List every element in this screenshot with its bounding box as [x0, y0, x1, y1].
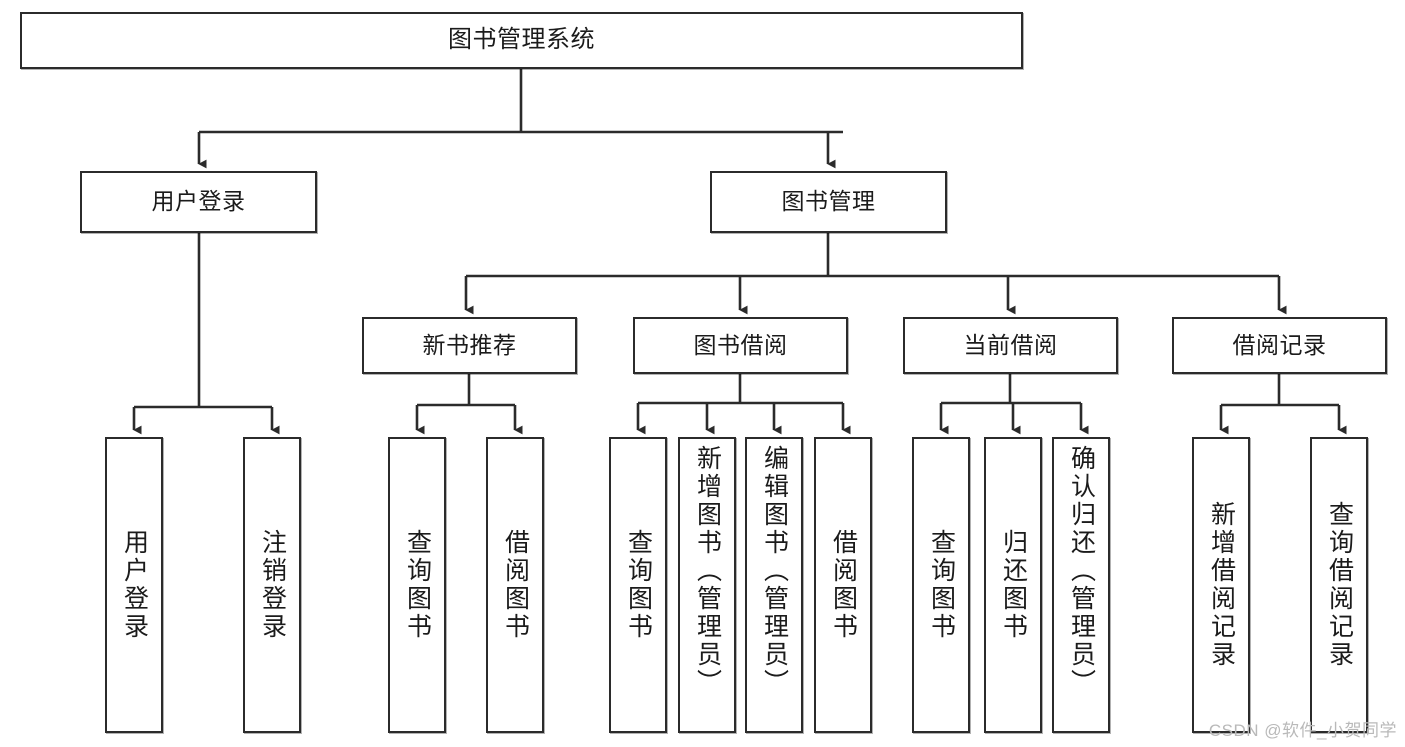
- node-root[interactable]: 图书管理系统: [20, 12, 1023, 69]
- node-leaf-edit-book-admin-label: 编辑图书（管理员）: [760, 445, 789, 697]
- node-leaf-query-borrow-record[interactable]: 查询借阅记录: [1310, 437, 1368, 733]
- node-leaf-add-borrow-record-label: 新增借阅记录: [1207, 501, 1236, 669]
- node-leaf-query-book-2[interactable]: 查询图书: [609, 437, 667, 733]
- node-leaf-add-book-admin[interactable]: 新增图书（管理员）: [678, 437, 736, 733]
- node-book-borrow[interactable]: 图书借阅: [633, 317, 848, 374]
- node-leaf-query-book-1-label: 查询图书: [403, 529, 432, 641]
- node-leaf-confirm-return-admin-label: 确认归还（管理员）: [1067, 445, 1096, 697]
- node-book-management[interactable]: 图书管理: [710, 171, 947, 233]
- node-leaf-borrow-book-1-label: 借阅图书: [501, 529, 530, 641]
- node-leaf-confirm-return-admin[interactable]: 确认归还（管理员）: [1052, 437, 1110, 733]
- node-leaf-return-book-label: 归还图书: [999, 529, 1028, 641]
- node-leaf-logout-login[interactable]: 注销登录: [243, 437, 301, 733]
- node-current-borrow-label: 当前借阅: [963, 331, 1058, 358]
- node-root-label: 图书管理系统: [448, 26, 595, 54]
- node-leaf-borrow-book-1[interactable]: 借阅图书: [486, 437, 544, 733]
- node-borrow-record-label: 借阅记录: [1232, 331, 1327, 358]
- node-leaf-add-borrow-record[interactable]: 新增借阅记录: [1192, 437, 1250, 733]
- node-leaf-query-book-2-label: 查询图书: [624, 529, 653, 641]
- node-current-borrow[interactable]: 当前借阅: [903, 317, 1118, 374]
- node-leaf-query-book-3-label: 查询图书: [927, 529, 956, 641]
- node-leaf-borrow-book-2-label: 借阅图书: [829, 529, 858, 641]
- node-leaf-return-book[interactable]: 归还图书: [984, 437, 1042, 733]
- node-leaf-borrow-book-2[interactable]: 借阅图书: [814, 437, 872, 733]
- node-leaf-user-login-label: 用户登录: [120, 529, 149, 641]
- node-book-management-label: 图书管理: [781, 188, 876, 215]
- node-user-login-label: 用户登录: [151, 188, 246, 215]
- node-new-book-recommend[interactable]: 新书推荐: [362, 317, 577, 374]
- node-leaf-add-book-admin-label: 新增图书（管理员）: [693, 445, 722, 697]
- node-book-borrow-label: 图书借阅: [693, 331, 788, 358]
- node-leaf-logout-login-label: 注销登录: [258, 529, 287, 641]
- node-leaf-query-borrow-record-label: 查询借阅记录: [1325, 501, 1354, 669]
- csdn-watermark: CSDN @软件_小贺同学: [1208, 721, 1397, 740]
- node-borrow-record[interactable]: 借阅记录: [1172, 317, 1387, 374]
- node-user-login[interactable]: 用户登录: [80, 171, 317, 233]
- node-leaf-user-login[interactable]: 用户登录: [105, 437, 163, 733]
- node-leaf-query-book-3[interactable]: 查询图书: [912, 437, 970, 733]
- node-leaf-query-book-1[interactable]: 查询图书: [388, 437, 446, 733]
- node-leaf-edit-book-admin[interactable]: 编辑图书（管理员）: [745, 437, 803, 733]
- node-new-book-recommend-label: 新书推荐: [422, 331, 517, 358]
